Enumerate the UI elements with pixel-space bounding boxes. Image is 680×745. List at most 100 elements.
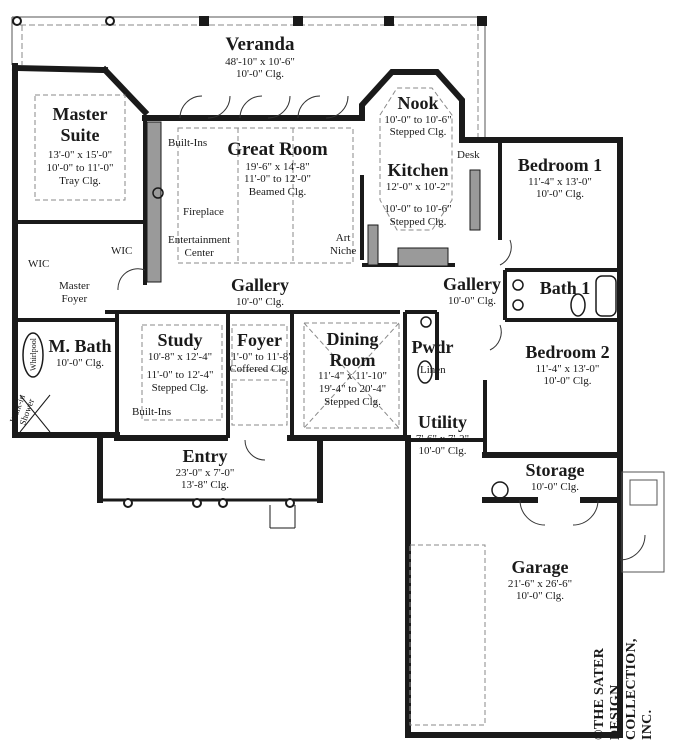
room-nook-ceiling-2: Stepped Clg. [389,126,447,139]
room-study-name: Study [157,330,203,350]
room-bedroom-2: Bedroom 2 11'-4" x 13'-0" 10'-0" Clg. [510,342,625,388]
note-master-foyer-line2: Foyer [61,292,88,305]
room-nook-name: Nook [397,93,439,113]
room-entry-size: 23'-0" x 7'-0" [175,466,235,479]
room-master-suite-size: 13'-0" x 15'-0" [47,149,113,162]
room-garage-ceiling: 10'-0" Clg. [515,590,565,603]
room-master-bath: M. Bath 10'-0" Clg. [40,336,120,369]
room-bedroom-1-name: Bedroom 1 [517,155,603,175]
room-entry-ceiling: 13'-8" Clg. [180,479,230,492]
note-entertainment-center: Entertainment Center [168,234,230,259]
room-entry-name: Entry [182,446,228,466]
copyright-line2: COLLECTION, INC. [624,638,656,740]
room-study-size: 10'-8" x 12'-4" [147,350,213,363]
note-art-niche-line2: Niche [330,244,357,257]
entry-porch [100,498,320,529]
room-entry: Entry 23'-0" x 7'-0" 13'-8" Clg. [150,446,260,492]
room-dining-room: Dining Room 11'-4" x 11'-10" 19'-4" to 2… [305,329,400,408]
room-bedroom-2-ceiling: 10'-0" Clg. [543,375,592,388]
room-great-room-ceiling-1: 11'-0" to 12'-0" [244,173,311,186]
room-utility: Utility 7'-6" x 7'-2" 10'-0" Clg. [405,412,480,458]
note-master-foyer: Master Foyer [59,280,90,305]
room-master-bath-ceiling: 10'-0" Clg. [55,356,105,369]
room-great-room-ceiling-2: Beamed Clg. [248,186,307,199]
room-master-suite-name-2: Suite [60,124,100,145]
room-veranda: Veranda 48'-10" x 10'-6" 10'-0" Clg. [200,34,320,81]
room-kitchen-size: 12'-0" x 10'-2" [385,180,451,193]
room-powder: Pwdr [405,337,460,358]
room-master-suite-ceiling-2: Tray Clg. [59,174,101,187]
room-dining-room-size: 11'-4" x 11'-10" [318,370,387,383]
note-fireplace: Fireplace [183,206,224,218]
room-utility-name: Utility [418,412,467,432]
note-entertainment-line2: Center [184,246,214,259]
garage-stoop [621,471,665,573]
room-gallery-east-ceiling: 10'-0" Clg. [447,294,497,307]
room-bedroom-1: Bedroom 1 11'-4" x 13'-0" 10'-0" Clg. [505,155,615,201]
room-nook: Nook 10'-0" to 10'-6" Stepped Clg. [378,93,458,139]
veranda-outline [11,16,486,140]
room-veranda-size: 48'-10" x 10'-6" [225,55,295,68]
note-entertainment-line1: Entertainment [168,234,231,246]
room-gallery-east-name: Gallery [443,274,501,294]
room-dining-room-ceiling-2: Stepped Clg. [324,395,381,408]
copyright-notice: ©THE SATER DESIGN COLLECTION, INC. [592,638,656,740]
room-veranda-name: Veranda [225,34,295,55]
fixtures [19,187,617,499]
room-kitchen-name: Kitchen [387,160,449,180]
note-linen: Linen [420,364,446,376]
room-bath-1: Bath 1 [530,278,600,299]
note-built-ins-great-room: Built-Ins [168,137,208,149]
cabinets [146,121,481,283]
note-master-foyer-line1: Master [59,280,90,292]
room-foyer-ceiling-2: Coffered Clg. [229,363,290,376]
room-garage-name: Garage [511,557,569,577]
note-art-niche: Art Niche [330,232,356,257]
room-bedroom-2-size: 11'-4" x 13'-0" [535,362,600,375]
dashed-ceiling-lines [34,87,486,726]
room-great-room-size: 19'-6" x 14'-8" [245,160,310,173]
doors [117,95,646,561]
note-whirlpool: Whirlpool [28,338,38,371]
room-bedroom-1-size: 11'-4" x 13'-0" [528,175,592,188]
room-storage: Storage 10'-0" Clg. [510,460,600,493]
room-garage: Garage 21'-6" x 26'-6" 10'-0" Clg. [485,557,595,603]
room-storage-ceiling: 10'-0" Clg. [530,480,580,493]
room-study: Study 10'-8" x 12'-4" 11'-0" to 12'-4" S… [135,330,225,395]
note-desk: Desk [457,149,480,161]
note-wic-left: WIC [28,258,50,270]
room-master-suite: Master Suite 13'-0" x 15'-0" 10'-0" to 1… [25,104,135,187]
room-veranda-ceiling: 10'-0" Clg. [235,68,285,81]
room-kitchen-ceiling-2: Stepped Clg. [389,215,447,228]
room-dining-room-name-2: Room [329,349,376,370]
room-nook-ceiling-1: 10'-0" to 10'-6" [384,113,452,126]
note-wic-right: WIC [111,245,133,257]
room-great-room-name: Great Room [227,139,328,160]
room-foyer-name: Foyer [237,330,282,350]
room-master-bath-name: M. Bath [48,336,112,356]
note-art-niche-line1: Art [335,232,351,244]
veranda-columns [12,16,487,26]
room-utility-size: 7'-6" x 7'-2" [415,432,470,445]
room-foyer-ceiling-1: 11'-0" to 11'-8" [226,350,293,363]
note-built-ins-study: Built-Ins [132,406,172,418]
room-storage-name: Storage [525,460,585,480]
room-master-suite-ceiling-1: 10'-0" to 11'-0" [46,162,114,175]
room-bedroom-2-name: Bedroom 2 [525,342,610,362]
room-kitchen: Kitchen 12'-0" x 10'-2" 10'-0" to 10'-6"… [378,160,458,229]
room-gallery-main: Gallery 10'-0" Clg. [200,275,320,308]
room-study-ceiling-1: 11'-0" to 12'-4" [146,369,214,382]
room-kitchen-ceiling-1: 10'-0" to 10'-6" [384,203,452,216]
room-master-suite-name-1: Master [52,104,108,124]
room-utility-ceiling: 10'-0" Clg. [418,445,467,458]
copyright-line1: ©THE SATER DESIGN [592,647,624,740]
room-dining-room-name-1: Dining [326,329,379,349]
room-bedroom-1-ceiling: 10'-0" Clg. [535,188,585,201]
room-gallery-main-ceiling: 10'-0" Clg. [235,295,285,308]
room-powder-name: Pwdr [411,337,454,357]
room-garage-size: 21'-6" x 26'-6" [507,577,573,590]
room-great-room: Great Room 19'-6" x 14'-8" 11'-0" to 12'… [215,139,340,199]
room-study-ceiling-2: Stepped Clg. [151,381,209,394]
room-bath-1-name: Bath 1 [539,278,591,298]
